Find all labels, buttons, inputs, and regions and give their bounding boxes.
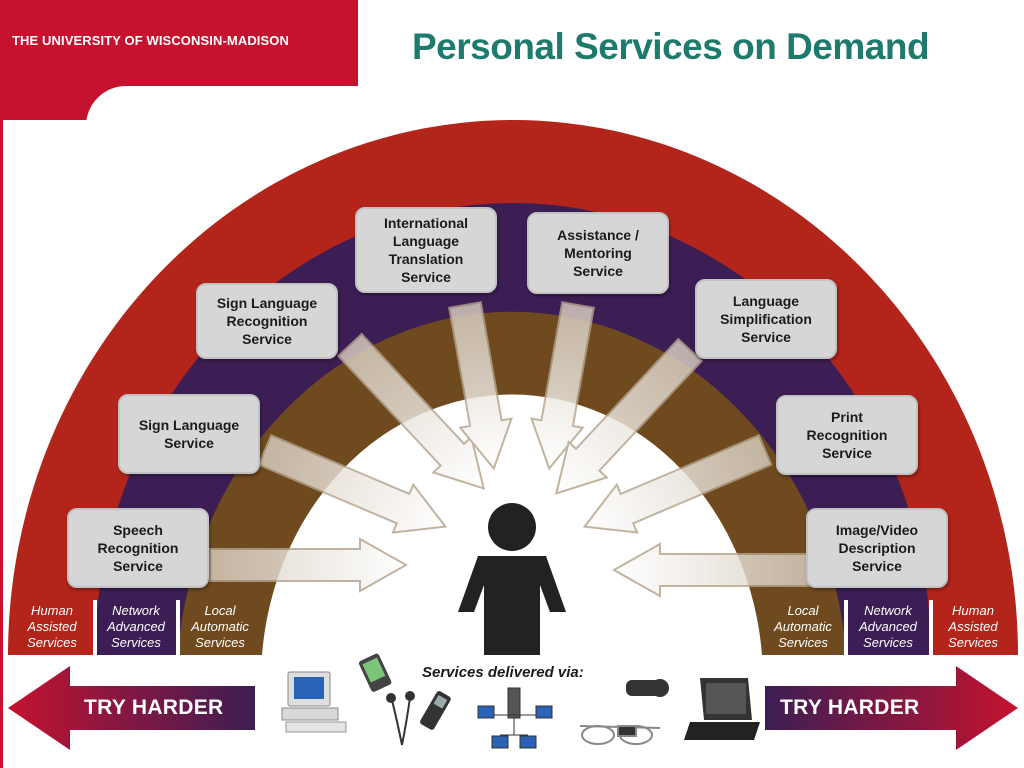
service-box-sign-language: Sign Language Service: [118, 394, 260, 474]
tier-label-right-network: Network Advanced Services: [859, 603, 917, 650]
arrow-assistance: [530, 301, 595, 471]
arrow-sign-recognition: [336, 332, 486, 490]
arrow-translation: [448, 301, 513, 471]
header-notch: [86, 86, 386, 146]
try-harder-right-arrow: [765, 666, 1018, 750]
services-delivered-via-label: Services delivered via:: [422, 664, 584, 681]
university-name: THE UNIVERSITY OF WISCONSIN-MADISON: [12, 33, 289, 48]
service-box-language-simplification: Language Simplification Service: [695, 279, 837, 359]
service-box-sign-language-recognition: Sign Language Recognition Service: [196, 283, 338, 359]
try-harder-left-arrow: [8, 666, 255, 750]
network-icon: [477, 687, 553, 749]
arrow-simplification: [554, 337, 704, 495]
page-title: Personal Services on Demand: [412, 26, 930, 67]
service-box-image-video-description: Image/Video Description Service: [806, 508, 948, 588]
pda-icon: [358, 653, 392, 692]
arrow-sign-language: [257, 433, 448, 534]
smart-glasses-icon: [579, 725, 661, 745]
header-side-bar: [0, 120, 3, 768]
laptop-icon: [684, 678, 760, 740]
try-harder-left-label: TRY HARDER: [84, 696, 224, 719]
service-box-assistance-mentoring: Assistance / Mentoring Service: [527, 212, 669, 294]
mobile-phone-icon: [420, 691, 451, 730]
earphones-icon: [386, 691, 415, 746]
tier-label-left-human: Human Assisted Services: [27, 603, 77, 650]
service-arrows: [209, 301, 811, 598]
service-box-print-recognition: Print Recognition Service: [776, 395, 918, 475]
tier-label-left-local: Local Automatic Services: [191, 603, 249, 650]
camera-icon: [626, 679, 669, 697]
desktop-computer-icon: [281, 671, 347, 733]
service-box-speech-recognition: Speech Recognition Service: [67, 508, 209, 588]
arrow-print: [582, 433, 773, 534]
arrow-speech: [209, 537, 409, 593]
person-icon: [458, 503, 566, 655]
tier-label-right-human: Human Assisted Services: [948, 603, 998, 650]
tier-label-left-network: Network Advanced Services: [107, 603, 165, 650]
tier-label-right-local: Local Automatic Services: [774, 603, 832, 650]
service-box-language-translation: International Language Translation Servi…: [355, 207, 497, 293]
arrow-image-video: [611, 542, 811, 598]
try-harder-right-label: TRY HARDER: [780, 696, 920, 719]
